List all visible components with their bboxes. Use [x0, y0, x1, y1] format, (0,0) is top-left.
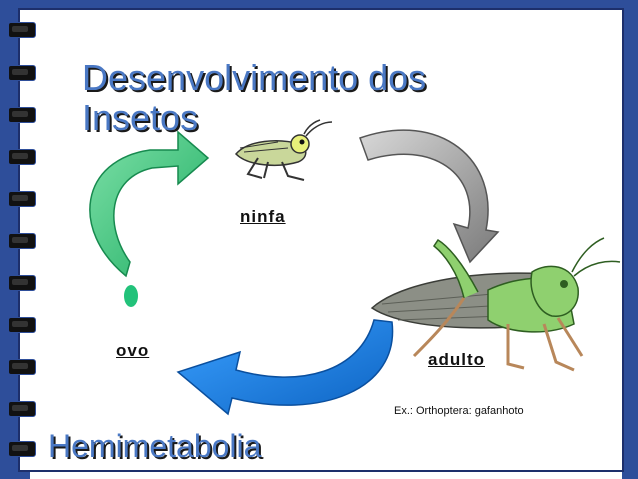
- frame-top: [0, 0, 638, 8]
- binder-ring: [8, 359, 36, 375]
- binder-ring: [8, 22, 36, 38]
- egg-label: ovo: [116, 341, 150, 360]
- adult-grasshopper-icon: [370, 237, 621, 372]
- slide-subtitle: Hemimetabolia: [48, 428, 262, 464]
- frame-right: [622, 0, 638, 479]
- binder-ring: [8, 275, 36, 291]
- binder-ring: [8, 191, 36, 207]
- example-note: Ex.: Orthoptera: gafanhoto: [394, 405, 524, 417]
- binder-ring: [8, 317, 36, 333]
- binder-ring: [8, 233, 36, 249]
- binder-ring: [8, 441, 36, 457]
- binder-ring: [8, 65, 36, 81]
- arrow-adult-to-egg: [176, 319, 394, 416]
- arrow-egg-to-nymph: [89, 130, 210, 278]
- nymph-grasshopper-icon: [234, 119, 333, 181]
- egg-icon: [124, 285, 138, 307]
- adult-label: adulto: [428, 350, 485, 369]
- binder-ring: [8, 401, 36, 417]
- slide-title: Desenvolvimento dos Insetos: [82, 57, 427, 138]
- binder-ring: [8, 149, 36, 165]
- binder-ring: [8, 107, 36, 123]
- nymph-label: ninfa: [240, 207, 286, 226]
- arrow-nymph-to-adult: [359, 129, 500, 264]
